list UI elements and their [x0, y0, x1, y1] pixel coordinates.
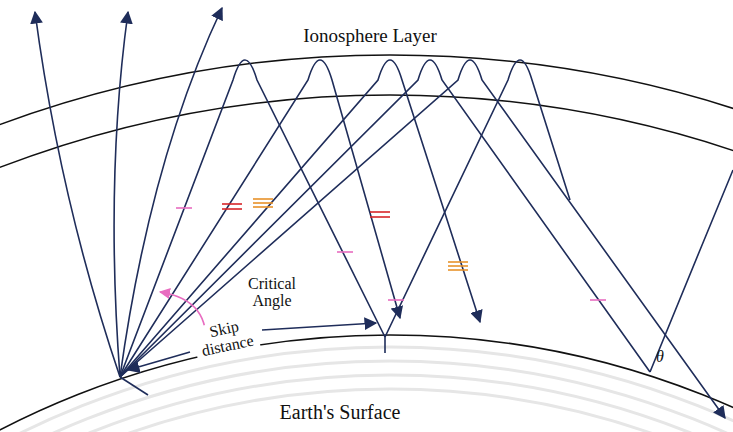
- angle-symbol: θ: [656, 349, 664, 366]
- ground-rings: [0, 347, 733, 432]
- angle-label: Critical Angle: [239, 276, 305, 310]
- layer-label: Ionosphere Layer: [303, 26, 436, 46]
- surface-label: Earth's Surface: [278, 402, 403, 423]
- radio-rays: [35, 8, 733, 418]
- ionosphere-lower: [0, 95, 733, 432]
- earth-surface: [0, 335, 733, 432]
- ionosphere-upper: [0, 55, 733, 432]
- distance-label: Skip distance: [191, 315, 261, 361]
